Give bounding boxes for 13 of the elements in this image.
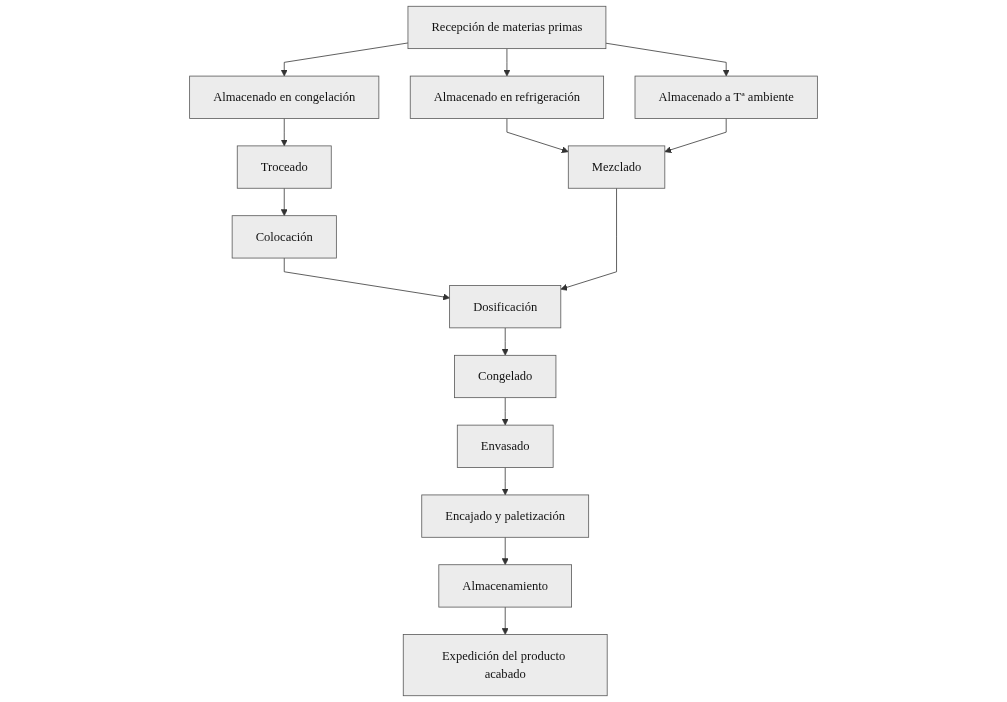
- node-box: Recepción de materias primas: [407, 5, 607, 49]
- node-box: Almacenado en congelación: [189, 75, 380, 119]
- node-box: Expedición del producto acabado: [402, 634, 608, 697]
- node-box: Congelado: [454, 354, 557, 399]
- node-box: Almacenado en refrigeración: [409, 75, 604, 119]
- node-box: Almacenamiento: [438, 564, 572, 608]
- node-box: Almacenado a Tª ambiente: [634, 75, 818, 119]
- node-box: Dosificación: [449, 285, 562, 329]
- node-box: Troceado: [236, 145, 332, 189]
- node-box: Encajado y paletización: [421, 494, 590, 538]
- node-box: Mezclado: [567, 145, 666, 189]
- node-box: Envasado: [456, 424, 554, 468]
- node-box: Colocación: [231, 215, 337, 259]
